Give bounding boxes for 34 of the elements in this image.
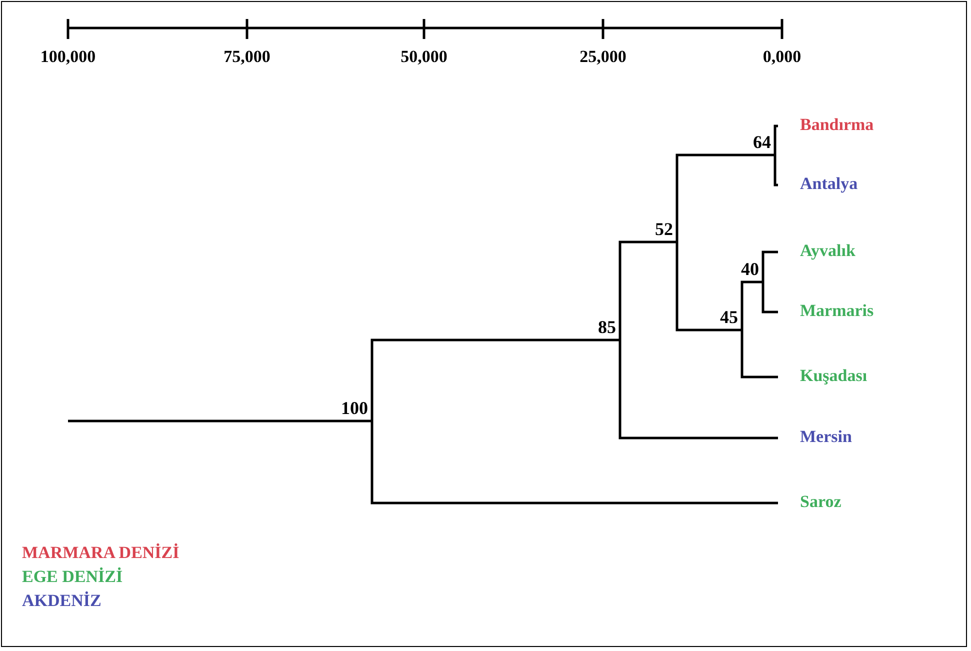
leaf-label: Bandırma xyxy=(778,116,874,133)
tree-branch xyxy=(618,240,677,340)
leaf-label: Kuşadası xyxy=(778,367,868,384)
bootstrap-value: 45 xyxy=(698,308,738,326)
bootstrap-value: 52 xyxy=(633,220,673,238)
scale-label: 50,000 xyxy=(400,48,448,65)
legend-entry: AKDENİZ xyxy=(22,592,102,609)
tree-branch xyxy=(740,280,763,330)
leaf-label: Mersin xyxy=(778,428,852,445)
bootstrap-value: 100 xyxy=(328,399,368,417)
bootstrap-value: 64 xyxy=(731,133,771,151)
scale-label: 100,000 xyxy=(39,48,97,65)
tree-branch xyxy=(370,338,620,421)
leaf-label: Saroz xyxy=(778,493,842,510)
tree-branch xyxy=(740,330,778,378)
tree-branch xyxy=(774,155,778,186)
tree-branch xyxy=(618,340,778,440)
leaf-label: Marmaris xyxy=(778,302,874,319)
bootstrap-value: 40 xyxy=(719,260,759,278)
tree-branch xyxy=(774,124,778,155)
tree-branch xyxy=(370,421,778,504)
tree-branch xyxy=(68,420,372,422)
scale-label: 75,000 xyxy=(222,48,272,65)
legend-entry: MARMARA DENİZİ xyxy=(22,544,180,561)
legend-entry: EGE DENİZİ xyxy=(22,568,123,585)
tree-branch xyxy=(676,242,742,332)
bootstrap-value: 85 xyxy=(576,318,616,336)
tree-branch xyxy=(762,282,778,314)
leaf-label: Antalya xyxy=(778,175,858,192)
scale-label: 25,000 xyxy=(578,48,628,65)
scale-label: 0,000 xyxy=(762,48,802,65)
tree-branch xyxy=(762,250,778,282)
leaf-label: Ayvalık xyxy=(778,242,856,259)
tree-branch xyxy=(676,154,775,242)
